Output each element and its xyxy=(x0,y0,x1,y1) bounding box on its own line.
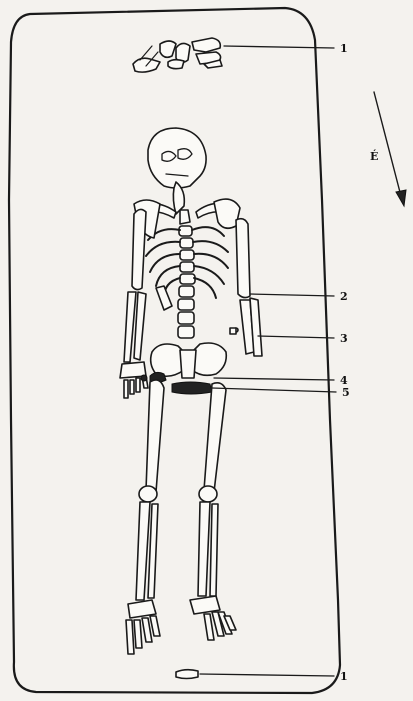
left-foot-bones xyxy=(126,600,160,654)
north-arrow xyxy=(374,92,406,206)
grave-goods-bottom xyxy=(176,670,198,679)
orientation-label: É xyxy=(370,149,378,163)
callout-2: 2 xyxy=(340,290,348,303)
right-foot-bones xyxy=(190,596,236,640)
skull xyxy=(148,128,206,214)
right-arm xyxy=(230,219,262,356)
callout-5: 5 xyxy=(342,386,350,399)
left-leg xyxy=(126,380,164,654)
callout-1-top: 1 xyxy=(340,42,348,55)
right-leg xyxy=(190,383,236,640)
callout-1-bottom: 1 xyxy=(340,670,348,683)
callout-3: 3 xyxy=(340,332,348,345)
grave-goods-top xyxy=(133,38,222,72)
